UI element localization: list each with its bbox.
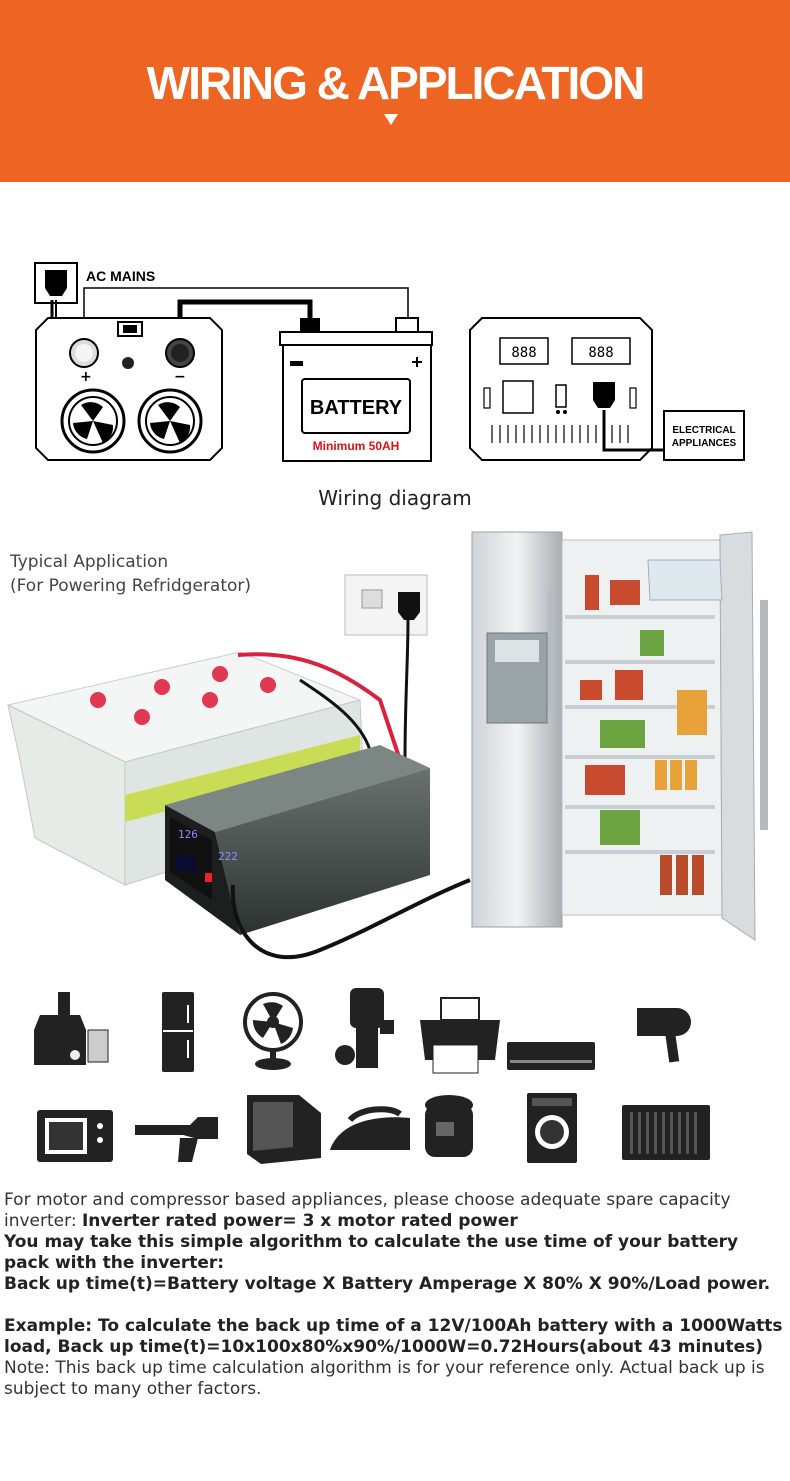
wall-outlet-icon [344,574,428,761]
header-banner: WIRING & APPLICATION [0,0,790,182]
charger-unit: + − [35,317,223,461]
display-1: 126 [178,828,198,841]
inverter-unit: 888 888 [469,317,664,461]
diagram-caption: Wiring diagram [318,486,472,510]
pump-icon [335,988,394,1068]
display-2: 222 [218,850,238,863]
crt-monitor-icon [247,1095,321,1164]
svg-text:888: 888 [511,345,536,361]
note-paragraph-3: Back up time(t)=Battery voltage X Batter… [4,1274,784,1295]
note-paragraph-2: You may take this simple algorithm to ca… [4,1232,784,1274]
ac-mains-label: AC MAINS [86,268,155,284]
note-4-bold: Example: To calculate the back up time o… [4,1316,783,1357]
hair-dryer-icon [637,1008,691,1063]
juicer-icon [34,992,109,1065]
note-3-bold: Back up time(t)=Battery voltage X Batter… [4,1274,771,1294]
battery-min-label: Minimum 50AH [313,439,400,453]
typical-line-1: Typical Application [10,552,169,572]
iron-icon [330,1106,410,1150]
air-conditioner-outdoor-icon [622,1105,710,1160]
note-1-text: For motor and compressor based appliance… [4,1190,731,1231]
microwave-icon [37,1110,113,1162]
svg-text:888: 888 [588,345,613,361]
electrical-label-2: APPLIANCES [672,438,737,449]
rice-cooker-icon [425,1095,473,1157]
minus-label: − [174,369,186,385]
wiring-diagram: AC MAINS + − BATTERY [34,262,745,462]
usage-notes: For motor and compressor based appliance… [4,1190,784,1400]
appliance-icons [34,988,710,1164]
plus-label: + [80,369,92,385]
fan-icon [243,992,303,1070]
washing-machine-icon [527,1093,577,1163]
fan-right-icon [137,388,203,454]
drill-icon [135,1117,218,1162]
note-paragraph-1: For motor and compressor based appliance… [4,1190,784,1232]
air-conditioner-indoor-icon [507,1042,595,1070]
fan-left-icon [60,388,126,454]
typical-line-2: (For Powering Refridgerator) [10,576,252,596]
electrical-label-1: ELECTRICAL [672,425,735,436]
note-paragraph-4: Example: To calculate the back up time o… [4,1316,784,1358]
electrical-appliances-box [663,410,745,461]
fridge-icon [162,992,194,1072]
note-1-bold: Inverter rated power= 3 x motor rated po… [81,1211,518,1231]
inverter-device: 126 222 [165,745,471,959]
wall-socket-icon [34,262,78,304]
note-2-bold: You may take this simple algorithm to ca… [4,1232,739,1273]
refrigerator-icon [471,531,768,941]
battery-icon: BATTERY Minimum 50AH [279,317,433,462]
down-arrow-icon [384,114,398,125]
battery-label: BATTERY [310,397,403,419]
printer-icon [420,997,500,1074]
note-paragraph-5: Note: This back up time calculation algo… [4,1358,765,1399]
page-title: WIRING & APPLICATION [146,57,646,109]
application-illustration: 126 222 [6,531,768,959]
typical-application-label: Typical Application (For Powering Refrid… [10,550,251,598]
